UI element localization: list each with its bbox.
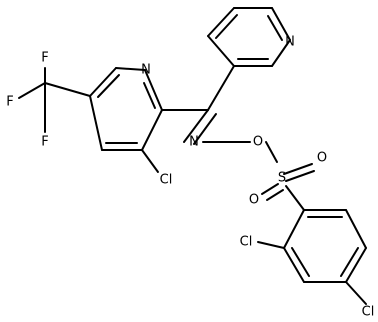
bond-bz-c3-c4	[345, 247, 367, 283]
bond-pyr1-c1-c2	[89, 67, 117, 97]
bond-bz-c6-c1	[283, 209, 305, 249]
bond-pyr2-n-c5	[271, 39, 291, 67]
bond-pyr2-c4-n-double	[267, 15, 283, 41]
bond-pyr2-c4-n	[271, 7, 291, 41]
bond-bz-c3-c4-double	[340, 247, 359, 277]
bond-pyr2-c2-c3-double	[215, 14, 238, 39]
atom-label-o-oxime: O	[253, 135, 263, 150]
bond-pyr1-c4-cl	[141, 149, 159, 173]
bond-s-o-left	[261, 183, 279, 195]
bond-c-n-oxime	[183, 109, 209, 143]
bond-central-c-to-pyr2	[207, 65, 235, 111]
atom-label-o-sulfonyl-right: O	[317, 151, 327, 166]
atom-label-n-pyridine-top: N	[285, 35, 295, 50]
bond-s-o-right	[283, 163, 313, 175]
atom-label-n-oxime: N	[189, 135, 199, 150]
bond-cf3-c-f-left	[18, 82, 46, 99]
bond-layer	[18, 7, 367, 305]
bond-s-o-right-double	[285, 170, 315, 182]
atom-label-s: S	[278, 171, 286, 186]
bond-bz-c5-c6-double	[291, 247, 310, 277]
atom-label-f2: F	[6, 95, 13, 110]
atom-label-layer: F F F N Cl N N O S O O Cl Cl	[6, 35, 374, 320]
atom-label-cl-benzene-ortho: Cl	[240, 235, 253, 250]
bond-c-n-oxime-double	[193, 113, 217, 145]
bond-cf3-to-ring	[44, 82, 91, 97]
bond-pyr1-n-c3	[144, 69, 163, 111]
bond-pyr1-c5-c1	[89, 95, 103, 151]
bond-pyr1-c2-n	[115, 67, 146, 71]
bond-bz-c4-cl	[345, 281, 367, 305]
bond-pyr1-c1-c2-double	[97, 74, 120, 98]
bond-s-o-left-double	[266, 189, 284, 201]
bond-pyr1-c3-c4	[141, 109, 163, 151]
bond-bz-c2-c3	[345, 209, 367, 249]
bond-o-s	[265, 141, 278, 163]
atom-label-f3: F	[41, 135, 48, 150]
bond-s-to-benzene	[285, 185, 305, 211]
atom-label-cl-benzene-para: Cl	[362, 305, 375, 320]
atom-label-o-sulfonyl-left: O	[249, 193, 259, 208]
bond-pyr2-c2-c3	[207, 7, 235, 37]
atom-label-cl-pyridine: Cl	[160, 173, 173, 188]
bond-pyr2-c1-c2	[207, 35, 235, 67]
atom-label-f1: F	[41, 51, 48, 66]
bond-bz-c5-c6	[283, 247, 305, 283]
atom-label-n-pyridine-left: N	[141, 63, 151, 78]
bond-pyr1-n-c3-double	[143, 82, 156, 109]
bond-bz-c6-cl	[257, 241, 285, 249]
